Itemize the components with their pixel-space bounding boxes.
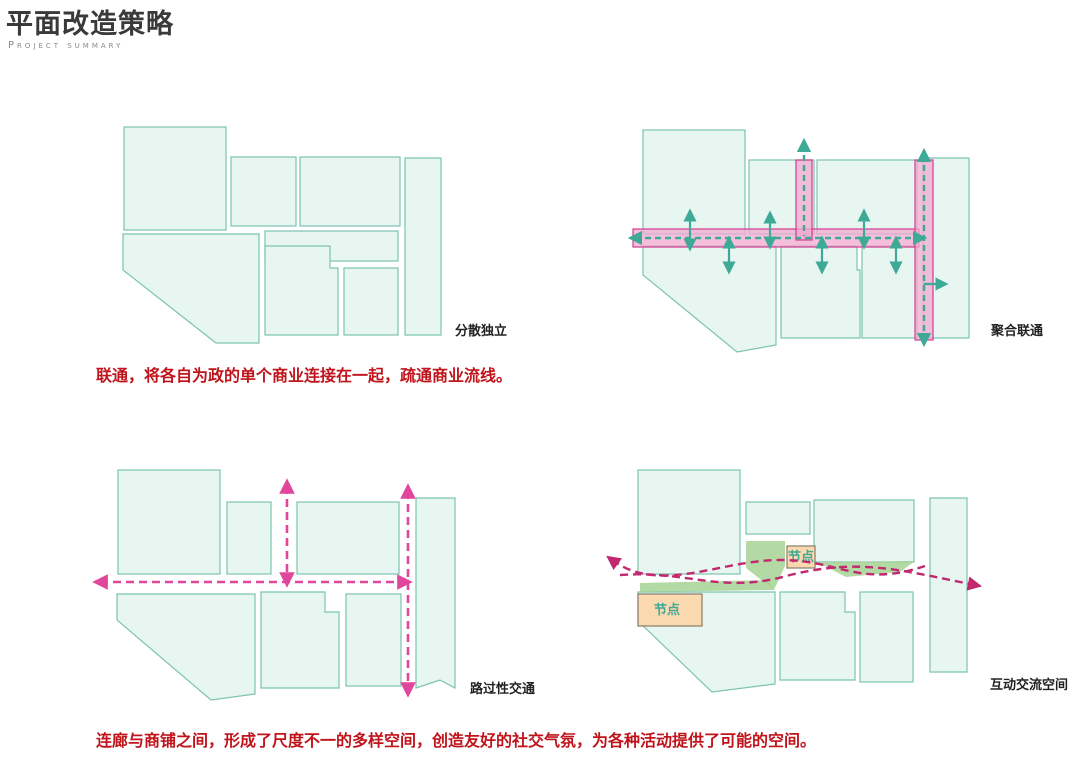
building [415,497,456,689]
caption-bottom: 连廊与商铺之间，形成了尺度不一的多样空间，创造友好的社交气氛，为各种活动提供了可… [96,731,817,750]
building [296,501,400,575]
building [642,129,746,235]
green-space [817,561,915,577]
panel-interaction-space: 节点 节点 [606,469,983,693]
panel-label-scattered: 分散独立 [455,324,508,339]
building [745,501,811,535]
panel-label-passing: 路过性交通 [470,682,536,697]
page-subtitle: Project summary [8,40,124,51]
building [345,593,402,687]
building [816,159,918,235]
building [813,499,915,563]
building [404,157,442,336]
building [642,245,777,353]
building [779,591,856,681]
interaction-path [619,565,983,591]
panel-scattered [122,126,442,344]
building [637,469,741,575]
node-label: 节点 [654,602,680,618]
panel-connected [627,129,970,353]
building [343,267,399,336]
node-box [637,593,703,627]
building [122,233,260,344]
building [123,126,227,231]
building [861,245,918,339]
building [260,591,340,689]
building [264,245,339,336]
panel-label-connected: 聚合联通 [991,324,1044,339]
interaction-path [606,555,926,577]
panel-label-interaction: 互动交流空间 [990,678,1069,693]
building [226,501,272,575]
building [116,593,256,701]
building [929,497,968,673]
building [117,469,221,575]
caption-top: 联通，将各自为政的单个商业连接在一起，疏通商业流线。 [96,366,513,385]
building [859,591,914,683]
panel-passing-traffic [92,469,456,701]
building [230,156,297,227]
page-title: 平面改造策略 [6,9,174,40]
building [299,156,401,227]
building [780,245,861,339]
